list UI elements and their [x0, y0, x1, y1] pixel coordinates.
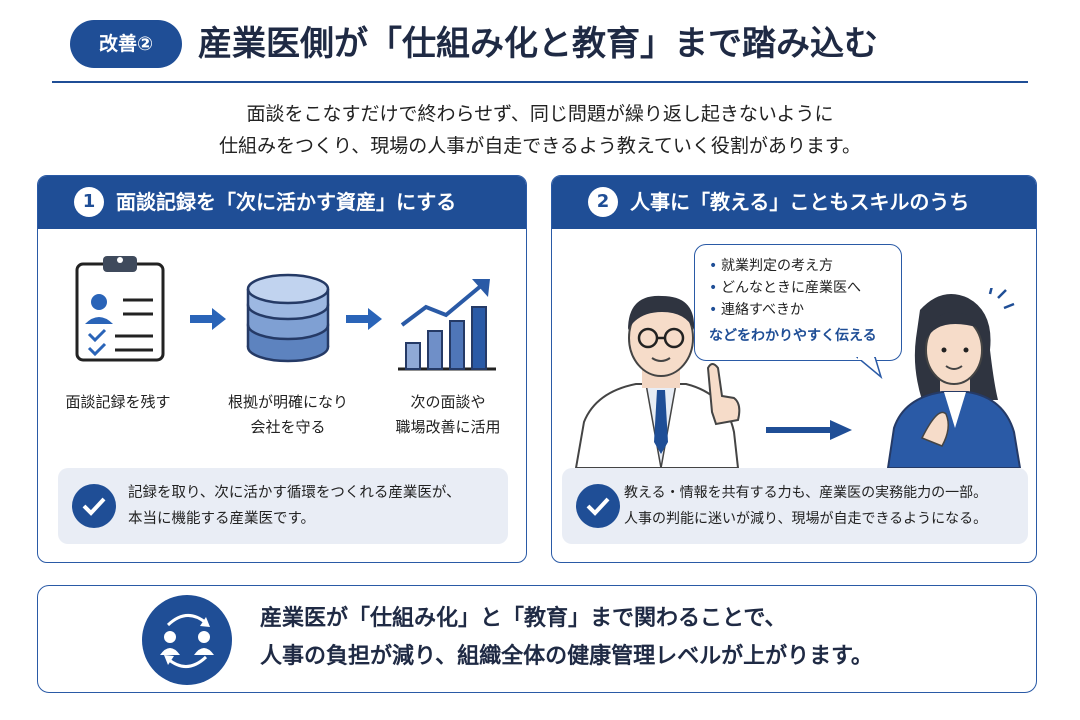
intro-line-1: 面談をこなすだけで終わらせず、同じ問題が繰り返し起きないように	[246, 103, 834, 125]
flow-label: 根拠が明確になり 会社を守る	[227, 393, 348, 436]
card-records-title: 面談記録を「次に活かす資産」にする	[116, 190, 457, 214]
database-icon	[246, 273, 330, 363]
improvement-badge: 改善②	[70, 20, 182, 68]
intro-line-2: 仕組みをつくり、現場の人事が自走できるよう教えていく役割があります。	[218, 135, 861, 157]
intro-text: 面談をこなすだけで終わらせず、同じ問題が繰り返し起きないように 仕組みをつくり、…	[60, 98, 1020, 162]
flow-label: 面談記録を残す	[65, 393, 171, 411]
card-teaching-title: 人事に「教える」こともスキルのうち	[630, 190, 970, 214]
summary-text: 産業医が「仕組み化」と「教育」まで関わることで、 人事の負担が減り、組織全体の健…	[260, 606, 873, 669]
card-teaching: 2 人事に「教える」こともスキルのうち 就業判定の考え方	[551, 175, 1037, 563]
bar-chart-icon	[398, 279, 496, 371]
card-teaching-note: 教える・情報を共有する力も、産業医の実務能力の一部。 人事の判能に迷いが減り、現…	[562, 468, 1028, 544]
hr-staff-illustration	[886, 288, 1022, 468]
bubble-bullet-cont: 連絡すべきか	[709, 299, 901, 321]
summary-box: 産業医が「仕組み化」と「教育」まで関わることで、 人事の負担が減り、組織全体の健…	[37, 585, 1037, 693]
card-teaching-header: 2 人事に「教える」こともスキルのうち	[552, 176, 1036, 229]
bubble-tail	[855, 357, 883, 380]
bubble-bullet: どんなときに産業医へ	[709, 277, 901, 299]
cycle-people-icon	[142, 595, 232, 685]
card-records-note: 記録を取り、次に活かす循環をつくれる産業医が、 本当に機能する産業医です。	[58, 468, 508, 544]
card-records-header: 1 面談記録を「次に活かす資産」にする	[38, 176, 526, 229]
arrow-icon	[190, 308, 226, 330]
check-icon	[576, 484, 620, 528]
speech-bubble: 就業判定の考え方 どんなときに産業医へ 連絡すべきか などをわかりやすく伝える	[694, 244, 902, 380]
note-text: 教える・情報を共有する力も、産業医の実務能力の一部。 人事の判能に迷いが減り、現…	[624, 485, 988, 527]
flow-label: 次の面談や 職場改善に活用	[395, 393, 501, 436]
bubble-emphasis: などをわかりやすく伝える	[709, 328, 877, 344]
check-icon	[72, 484, 116, 528]
title-divider	[52, 81, 1028, 83]
page-title: 産業医側が「仕組み化と教育」まで踏み込む	[198, 24, 878, 64]
arrow-icon	[346, 308, 382, 330]
clipboard-icon	[75, 256, 165, 362]
card-records: 1 面談記録を「次に活かす資産」にする	[37, 175, 527, 563]
arrow-icon	[766, 420, 852, 440]
note-text: 記録を取り、次に活かす循環をつくれる産業医が、 本当に機能する産業医です。	[128, 485, 461, 527]
bubble-bullet: 就業判定の考え方	[709, 255, 901, 277]
doctor-illustration	[574, 295, 741, 468]
card-number: 1	[74, 187, 104, 217]
header: 改善② 産業医側が「仕組み化と教育」まで踏み込む	[70, 14, 1030, 72]
card-number: 2	[588, 187, 618, 217]
